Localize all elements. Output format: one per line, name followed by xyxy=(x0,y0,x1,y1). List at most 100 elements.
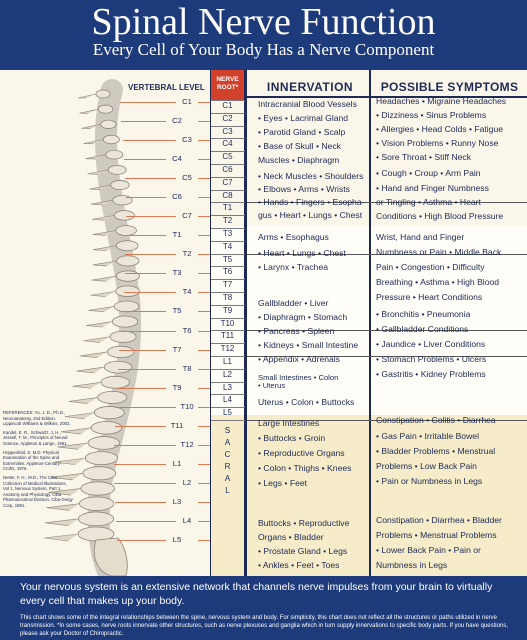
footer-main-text: Your nervous system is an extensive netw… xyxy=(20,581,493,607)
vertebral-level-label: T2 xyxy=(182,249,192,259)
vertebra-body xyxy=(116,255,140,267)
vertebral-level-label: T8 xyxy=(182,363,192,373)
sacral-letter: C xyxy=(224,450,231,459)
nerve-root-label: C1 xyxy=(222,101,233,110)
symptom-line: • Gas Pain • Irritable Bowel xyxy=(376,431,479,441)
leader-line xyxy=(198,140,210,142)
vertebral-level-label: T10 xyxy=(180,401,194,411)
leader-line xyxy=(115,406,176,408)
nerve-root-label: C7 xyxy=(222,177,233,187)
vertebra-body xyxy=(116,270,140,282)
references-block: REFERENCES: Yu, J. D., Ph.D., Neuroanato… xyxy=(3,410,73,512)
row-separator xyxy=(211,343,245,345)
symptom-line: • Lower Back Pain • Pain or xyxy=(376,545,481,555)
nerve-root-label: T4 xyxy=(222,241,233,251)
vertebra-body xyxy=(109,330,137,343)
leader-line xyxy=(198,254,210,256)
row-separator xyxy=(211,330,245,332)
innervation-line: • Parotid Gland • Scalp xyxy=(258,127,346,137)
symptom-line: Problems • Menstrual Problems xyxy=(376,530,497,540)
leader-line xyxy=(117,368,176,370)
spinous-process xyxy=(83,139,104,145)
row-separator xyxy=(211,356,245,357)
leader-line xyxy=(125,235,166,237)
symptom-line: Wrist, Hand and Finger xyxy=(376,232,465,242)
sacral-letter: A xyxy=(224,474,231,483)
vertebral-level-label: T6 xyxy=(182,325,192,335)
page-subtitle: Every Cell of Your Body Has a Nerve Comp… xyxy=(92,40,435,59)
group-separator xyxy=(247,202,527,204)
leader-line xyxy=(198,197,210,199)
symptom-line: • Vision Problems • Runny Nose xyxy=(376,138,499,148)
footer-note: This chart shows some of the integral re… xyxy=(20,615,508,637)
nerve-root-label: C2 xyxy=(222,113,233,123)
row-separator xyxy=(211,368,245,370)
leader-line xyxy=(114,463,166,465)
vertebra-body xyxy=(116,240,139,252)
sacrum-bone xyxy=(93,537,128,576)
symptom-line: Breathing • Asthma • High Blood xyxy=(376,277,500,287)
vertebra-body xyxy=(90,421,123,435)
vertebra-body xyxy=(87,436,120,450)
innervation-line: Uterus • Colon • Buttocks xyxy=(258,397,355,407)
innervation-line: Buttocks • Reproductive xyxy=(258,518,350,528)
row-separator xyxy=(211,407,245,409)
row-separator xyxy=(211,112,245,114)
leader-line xyxy=(198,330,210,332)
leader-line xyxy=(198,159,210,161)
row-separator xyxy=(211,164,245,165)
symptom-line: Problems • Low Back Pain xyxy=(376,461,477,471)
vertebral-level-label: T9 xyxy=(172,382,182,392)
leader-line xyxy=(125,216,176,218)
group-separator xyxy=(247,253,527,255)
vertebral-level-label: T12 xyxy=(180,439,194,449)
symptom-line: Pain • Congestion • Difficulty xyxy=(376,262,485,272)
nerve-root-label: C8 xyxy=(222,190,233,200)
leader-line xyxy=(198,406,210,408)
nerve-root-label: C5 xyxy=(222,152,233,162)
row-separator xyxy=(211,420,245,421)
nerve-root-label: L2 xyxy=(223,369,232,379)
symptom-line: • Dizziness • Sinus Problems xyxy=(376,110,487,120)
row-separator xyxy=(211,394,245,396)
spinous-process xyxy=(92,260,117,267)
symptom-line: Constipation • Colitis • Diarrhea xyxy=(376,415,496,425)
vertebra-body xyxy=(97,390,128,404)
divider-line xyxy=(244,70,247,576)
row-separator xyxy=(211,253,245,255)
row-separator xyxy=(211,189,245,191)
vertebra-body xyxy=(103,360,133,374)
spinous-process xyxy=(81,124,101,129)
symptom-line: Conditions • High Blood Pressure xyxy=(376,211,504,221)
vertebral-level-label: T11 xyxy=(170,420,184,430)
leader-line xyxy=(198,311,210,313)
header-banner: Spinal Nerve Function Every Cell of Your… xyxy=(0,0,527,68)
leader-line xyxy=(198,425,210,427)
symptom-line: • Cough • Croup • Arm Pain xyxy=(376,168,481,178)
vertebral-level-label: L1 xyxy=(172,458,182,468)
symptoms-header: POSSIBLE SYMPTOMS xyxy=(380,80,519,94)
innervation-line: • Hands • Fingers • Esopha- xyxy=(258,197,365,207)
row-separator xyxy=(211,381,245,383)
divider-line xyxy=(210,70,211,576)
spinous-process xyxy=(64,412,95,420)
spinous-process xyxy=(91,275,117,282)
leader-line xyxy=(115,520,176,522)
leader-line xyxy=(123,292,176,294)
leader-line xyxy=(198,121,210,123)
vertebra-body xyxy=(100,375,130,389)
leader-line xyxy=(114,444,176,446)
leader-line xyxy=(121,121,166,123)
symptom-line: • Bladder Problems • Menstrual xyxy=(376,446,496,456)
symptom-line: Pressure • Heart Conditions xyxy=(376,292,483,302)
symptom-line: • Pain or Numbness in Legs xyxy=(376,476,483,486)
vertebra-body xyxy=(78,511,115,527)
nerve-root-label: L5 xyxy=(223,408,232,418)
group-separator xyxy=(247,420,527,421)
vertebral-level-label: L4 xyxy=(182,515,192,525)
vertebral-level-label: C4 xyxy=(172,154,182,164)
leader-line xyxy=(198,102,210,103)
nerve-root-label: T7 xyxy=(222,280,233,290)
leader-line xyxy=(122,311,166,313)
spinous-process xyxy=(51,473,83,481)
